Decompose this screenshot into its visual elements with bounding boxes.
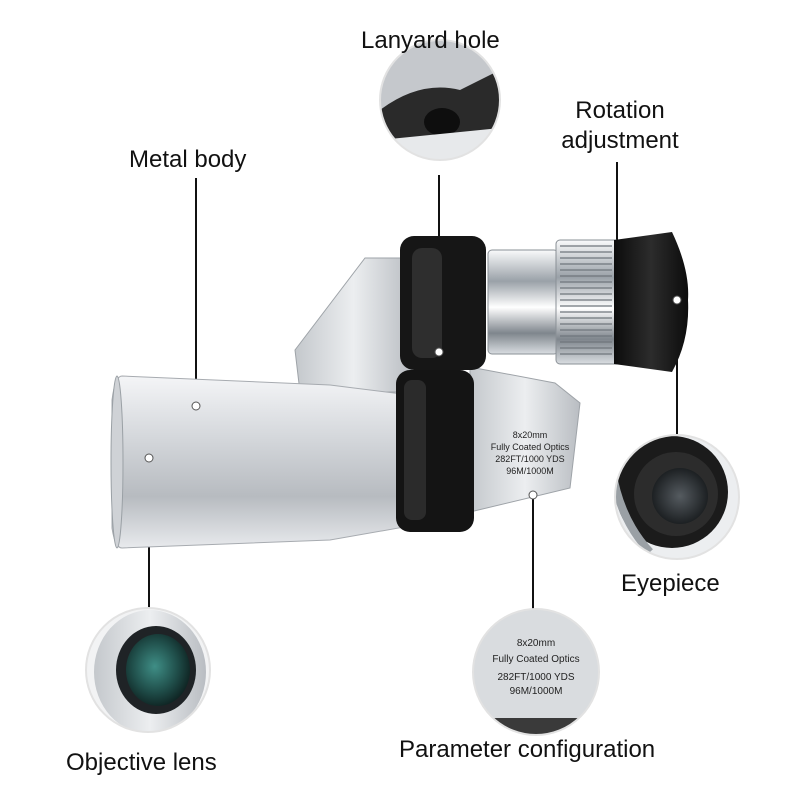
inset-spec-line-1: 8x20mm [517, 638, 555, 649]
dot-eyepiece [672, 295, 682, 305]
tube-front-edge [110, 375, 124, 549]
label-rotation-line-1: Rotation [575, 97, 665, 124]
label-lanyard-hole: Lanyard hole [361, 27, 500, 54]
chrome-barrel [487, 249, 559, 355]
label-objective-lens: Objective lens [66, 749, 217, 776]
dot-lanyard [434, 347, 444, 357]
eyepiece-cup [614, 232, 689, 372]
main-tube [111, 375, 411, 549]
inset-parameter-configuration: 8x20mm Fully Coated Optics 282FT/1000 YD… [472, 608, 600, 736]
dot-objective [144, 453, 154, 463]
prism-housing [294, 257, 413, 393]
inset-spec-line-4: 96M/1000M [510, 686, 563, 697]
inset-objective-lens [85, 607, 211, 733]
inset-spec-line-2: Fully Coated Optics [492, 654, 579, 665]
inset-lanyard-hole [379, 39, 501, 161]
spec-plate-text: 8x20mm Fully Coated Optics 282FT/1000 YD… [491, 430, 570, 476]
strap-ring-highlight [412, 248, 442, 358]
knurled-ring [555, 239, 627, 365]
dot-metal-body [191, 401, 201, 411]
lower-ring-highlight [404, 380, 426, 520]
label-rotation-line-2: adjustment [561, 127, 679, 154]
label-metal-body: Metal body [129, 146, 247, 173]
monocular: 8x20mm Fully Coated Optics 282FT/1000 YD… [110, 232, 689, 549]
label-rotation-adjustment: Rotation adjustment [552, 96, 688, 156]
spec-line-2: Fully Coated Optics [491, 442, 570, 452]
inset-eyepiece [614, 434, 740, 560]
leader-dots [144, 295, 682, 500]
dot-parameter [528, 490, 538, 500]
spec-line-1: 8x20mm [513, 430, 548, 440]
inset-spec-line-3: 282FT/1000 YDS [497, 672, 574, 683]
spec-line-3: 282FT/1000 YDS [495, 454, 564, 464]
spec-line-4: 96M/1000M [506, 466, 554, 476]
label-parameter-configuration: Parameter configuration [399, 736, 656, 763]
label-eyepiece: Eyepiece [621, 570, 720, 597]
